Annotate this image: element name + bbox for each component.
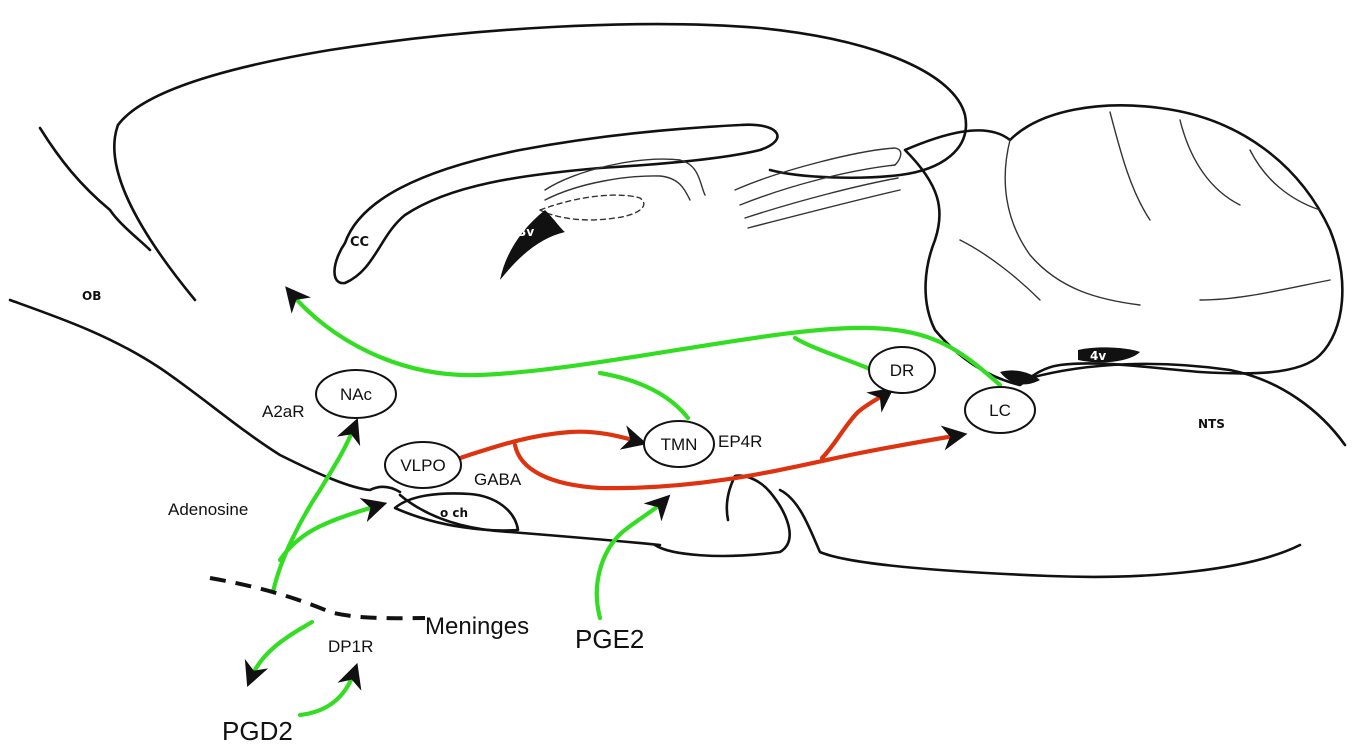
label-cc: CC <box>350 235 369 250</box>
node-lc-label: LC <box>989 401 1011 420</box>
node-tmn: TMN <box>643 420 715 468</box>
brain-outline <box>8 22 1347 579</box>
third-ventricle <box>500 210 565 280</box>
node-nac: NAc <box>315 369 397 419</box>
node-tmn-label: TMN <box>661 435 698 454</box>
label-dp1r: DP1R <box>328 637 373 656</box>
label-4v: 4v <box>1090 349 1106 363</box>
label-meninges: Meninges <box>425 613 529 640</box>
label-pgd2: PGD2 <box>222 716 293 746</box>
node-lc: LC <box>964 386 1036 434</box>
label-gaba: GABA <box>474 470 522 489</box>
node-vlpo-label: VLPO <box>400 456 445 475</box>
label-adenosine: Adenosine <box>168 500 248 519</box>
label-ep4r: EP4R <box>718 432 762 451</box>
fourth-ventricle <box>1078 347 1140 363</box>
red-pathways <box>457 387 968 491</box>
meninges-line <box>209 576 426 621</box>
label-nts: NTS <box>1198 417 1225 431</box>
node-vlpo: VLPO <box>384 441 462 489</box>
node-dr: DR <box>868 346 936 394</box>
node-nac-label: NAc <box>340 385 373 404</box>
label-3v: 3v <box>518 225 534 239</box>
label-a2ar: A2aR <box>262 402 305 421</box>
label-ob: OB <box>82 289 101 303</box>
node-dr-label: DR <box>890 361 915 380</box>
label-och: o ch <box>440 506 468 520</box>
label-pge2: PGE2 <box>575 624 644 654</box>
green-pathways <box>244 286 1003 718</box>
